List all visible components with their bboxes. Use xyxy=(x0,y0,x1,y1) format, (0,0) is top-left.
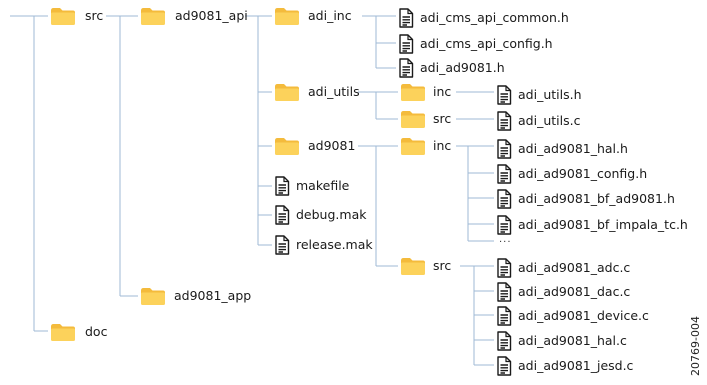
folder-icon xyxy=(275,138,299,155)
file-label: adi_ad9081_bf_impala_tc.h xyxy=(518,216,688,232)
file-adi-cms-api-common-h[interactable]: adi_cms_api_common.h xyxy=(398,8,569,28)
folder-ad9081[interactable]: ad9081 xyxy=(274,137,355,156)
file-label: adi_ad9081_jesd.c xyxy=(518,357,634,373)
file-adi-utils-h[interactable]: adi_utils.h xyxy=(496,85,582,105)
folder-adi-utils[interactable]: adi_utils xyxy=(274,83,360,102)
folder-src[interactable]: src xyxy=(50,7,103,26)
file-label: makefile xyxy=(296,177,350,193)
file-adi-ad9081-device-c[interactable]: adi_ad9081_device.c xyxy=(496,306,649,326)
folder-ad9081-src[interactable]: src xyxy=(400,257,451,276)
folder-icon xyxy=(51,8,75,25)
file-label: adi_cms_api_common.h xyxy=(420,9,569,25)
file-adi-cms-api-config-h[interactable]: adi_cms_api_config.h xyxy=(398,34,553,54)
figure-id: 20769-004 xyxy=(689,316,702,376)
file-label: adi_ad9081_hal.h xyxy=(518,140,628,156)
folder-doc[interactable]: doc xyxy=(50,323,107,342)
folder-adi-inc[interactable]: adi_inc xyxy=(274,7,352,26)
folder-icon xyxy=(401,84,425,101)
file-label: adi_ad9081_config.h xyxy=(518,165,648,181)
file-label: adi_ad9081.h xyxy=(420,59,505,75)
folder-icon xyxy=(51,324,75,341)
file-release-mak[interactable]: release.mak xyxy=(274,235,373,255)
file-label: adi_ad9081_adc.c xyxy=(518,259,631,275)
folder-label: inc xyxy=(433,138,452,154)
folder-ad9081-app[interactable]: ad9081_app xyxy=(140,287,251,306)
file-adi-ad9081-adc-c[interactable]: adi_ad9081_adc.c xyxy=(496,258,630,278)
folder-label: src xyxy=(433,111,452,127)
folder-label: adi_utils xyxy=(308,84,360,100)
file-icon xyxy=(497,189,512,209)
folder-ad9081-api[interactable]: ad9081_api xyxy=(140,7,248,26)
file-icon xyxy=(497,85,512,105)
file-adi-ad9081-bf-ad9081-h[interactable]: adi_ad9081_bf_ad9081.h xyxy=(496,189,675,209)
file-icon xyxy=(497,164,512,184)
folder-label: doc xyxy=(85,324,108,340)
folder-label: ad9081 xyxy=(308,138,356,154)
folder-label: ad9081_app xyxy=(174,288,252,304)
file-icon xyxy=(497,215,512,235)
folder-label: src xyxy=(85,8,104,24)
file-icon xyxy=(497,282,512,302)
file-icon xyxy=(497,111,512,131)
file-adi-ad9081-h[interactable]: adi_ad9081.h xyxy=(398,58,505,78)
file-label: adi_ad9081_device.c xyxy=(518,307,649,323)
file-adi-ad9081-jesd-c[interactable]: adi_ad9081_jesd.c xyxy=(496,356,633,376)
folder-icon xyxy=(275,84,299,101)
folder-icon xyxy=(141,288,165,305)
file-label: adi_ad9081_hal.c xyxy=(518,332,627,348)
file-icon xyxy=(275,176,290,196)
file-adi-ad9081-dac-c[interactable]: adi_ad9081_dac.c xyxy=(496,282,630,302)
folder-adi-utils-src[interactable]: src xyxy=(400,110,451,129)
folder-icon xyxy=(401,138,425,155)
folder-icon xyxy=(275,8,299,25)
file-label: adi_utils.c xyxy=(518,112,581,128)
file-label: adi_ad9081_dac.c xyxy=(518,283,631,299)
folder-icon xyxy=(401,111,425,128)
file-adi-ad9081-config-h[interactable]: adi_ad9081_config.h xyxy=(496,164,647,184)
folder-icon xyxy=(141,8,165,25)
folder-label: ad9081_api xyxy=(175,8,248,24)
file-icon xyxy=(399,8,414,28)
file-icon xyxy=(497,139,512,159)
more-files-ellipsis: ... xyxy=(499,234,512,245)
file-label: adi_utils.h xyxy=(518,86,582,102)
file-icon xyxy=(275,205,290,225)
folder-adi-utils-inc[interactable]: inc xyxy=(400,83,451,102)
file-adi-ad9081-hal-h[interactable]: adi_ad9081_hal.h xyxy=(496,139,628,159)
file-label: adi_cms_api_config.h xyxy=(420,35,553,51)
file-debug-mak[interactable]: debug.mak xyxy=(274,205,366,225)
file-icon xyxy=(497,331,512,351)
file-label: release.mak xyxy=(296,236,373,252)
file-label: adi_ad9081_bf_ad9081.h xyxy=(518,190,675,206)
folder-label: src xyxy=(433,258,452,274)
file-adi-ad9081-bf-impala-tc-h[interactable]: adi_ad9081_bf_impala_tc.h xyxy=(496,215,688,235)
file-adi-utils-c[interactable]: adi_utils.c xyxy=(496,111,580,131)
file-icon xyxy=(275,235,290,255)
folder-label: inc xyxy=(433,84,452,100)
file-icon xyxy=(399,58,414,78)
file-icon xyxy=(497,258,512,278)
file-adi-ad9081-hal-c[interactable]: adi_ad9081_hal.c xyxy=(496,331,627,351)
folder-label: adi_inc xyxy=(308,8,352,24)
file-icon xyxy=(497,306,512,326)
file-label: debug.mak xyxy=(296,206,367,222)
folder-ad9081-inc[interactable]: inc xyxy=(400,137,451,156)
file-makefile[interactable]: makefile xyxy=(274,176,349,196)
file-icon xyxy=(497,356,512,376)
folder-icon xyxy=(401,258,425,275)
file-icon xyxy=(399,34,414,54)
